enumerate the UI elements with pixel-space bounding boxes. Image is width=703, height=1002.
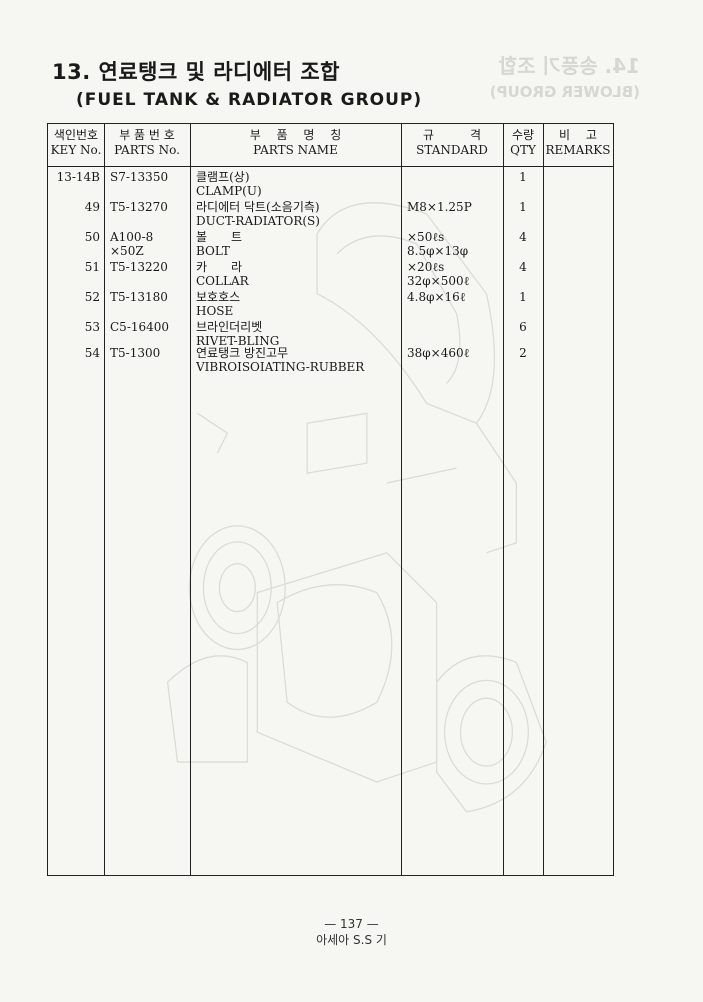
row-qty: 4 bbox=[519, 230, 527, 244]
ghost-bleedthrough-title: 14. 송풍기 조합 (BLOWER GROUP) bbox=[420, 50, 640, 101]
row-qty: 6 bbox=[519, 320, 527, 334]
column-divider bbox=[543, 124, 544, 875]
row-part-number: T5-1300 bbox=[110, 346, 161, 360]
page-number: — 137 — bbox=[324, 917, 379, 931]
page-title-en: (FUEL TANK & RADIATOR GROUP) bbox=[76, 90, 423, 110]
row-standard: M8×1.25P bbox=[407, 200, 472, 214]
header-remarks-en: REMARKS bbox=[545, 143, 611, 157]
page-footer: — 137 — 아세아 S.S 기 bbox=[0, 916, 703, 948]
row-part-number: T5-13270 bbox=[110, 200, 168, 214]
row-part-number: S7-13350 bbox=[110, 170, 169, 184]
header-key: 색인번호 KEY No. bbox=[48, 124, 104, 166]
parts-table: 색인번호 KEY No. 부 품 번 호 PARTS No. 부 품 명 칭 P… bbox=[47, 123, 614, 876]
header-qty: 수량 QTY bbox=[503, 124, 543, 166]
header-remarks-ko: 비 고 bbox=[559, 128, 597, 142]
row-key: 49 bbox=[84, 200, 100, 214]
header-name-ko: 부 품 명 칭 bbox=[249, 128, 342, 142]
row-qty: 2 bbox=[519, 346, 527, 360]
row-part-number: T5-13220 bbox=[110, 260, 168, 274]
row-qty: 1 bbox=[519, 170, 527, 184]
row-part-name: 라디에터 닥트(소음기측)DUCT-RADIATOR(S) bbox=[196, 200, 320, 228]
header-key-ko: 색인번호 bbox=[53, 128, 99, 142]
header-name-en: PARTS NAME bbox=[253, 143, 338, 157]
header-qty-ko: 수량 bbox=[511, 128, 535, 142]
ghost-title-en: (BLOWER GROUP) bbox=[489, 83, 640, 101]
header-divider bbox=[48, 166, 613, 167]
header-qty-en: QTY bbox=[510, 143, 536, 157]
header-parts-ko: 부 품 번 호 bbox=[119, 128, 175, 142]
ghost-title-ko: 14. 송풍기 조합 bbox=[498, 54, 640, 78]
row-key: 53 bbox=[84, 320, 100, 334]
header-key-en: KEY No. bbox=[50, 143, 102, 157]
row-standard: 38φ×460ℓ bbox=[407, 346, 470, 360]
row-key: 50 bbox=[84, 230, 100, 244]
header-standard: 규 격 STANDARD bbox=[401, 124, 503, 166]
faint-parts-drawing bbox=[166, 202, 547, 813]
header-parts: 부 품 번 호 PARTS No. bbox=[104, 124, 190, 166]
row-qty: 1 bbox=[519, 290, 527, 304]
publisher-name: 아세아 S.S 기 bbox=[316, 933, 387, 947]
header-remarks: 비 고 REMARKS bbox=[543, 124, 613, 166]
page-title: 13. 연료탱크 및 라디에터 조합 (FUEL TANK & RADIATOR… bbox=[52, 56, 422, 110]
column-divider bbox=[401, 124, 402, 875]
page-title-ko: 13. 연료탱크 및 라디에터 조합 bbox=[52, 60, 340, 84]
column-divider bbox=[104, 124, 105, 875]
row-key: 13-14B bbox=[56, 170, 100, 184]
row-standard: 4.8φ×16ℓ bbox=[407, 290, 466, 304]
row-qty: 4 bbox=[519, 260, 527, 274]
row-part-name: 클램프(상)CLAMP(U) bbox=[196, 170, 262, 198]
header-standard-en: STANDARD bbox=[416, 143, 488, 157]
row-part-number: C5-16400 bbox=[110, 320, 170, 334]
header-standard-ko: 규 격 bbox=[422, 128, 482, 142]
column-divider bbox=[503, 124, 504, 875]
header-name: 부 품 명 칭 PARTS NAME bbox=[190, 124, 401, 166]
row-key: 54 bbox=[84, 346, 100, 360]
row-key: 51 bbox=[84, 260, 100, 274]
column-divider bbox=[190, 124, 191, 875]
row-part-number: A100-8×50Z bbox=[110, 230, 154, 258]
row-key: 52 bbox=[84, 290, 100, 304]
header-parts-en: PARTS No. bbox=[114, 143, 180, 157]
row-part-number: T5-13180 bbox=[110, 290, 168, 304]
row-qty: 1 bbox=[519, 200, 527, 214]
